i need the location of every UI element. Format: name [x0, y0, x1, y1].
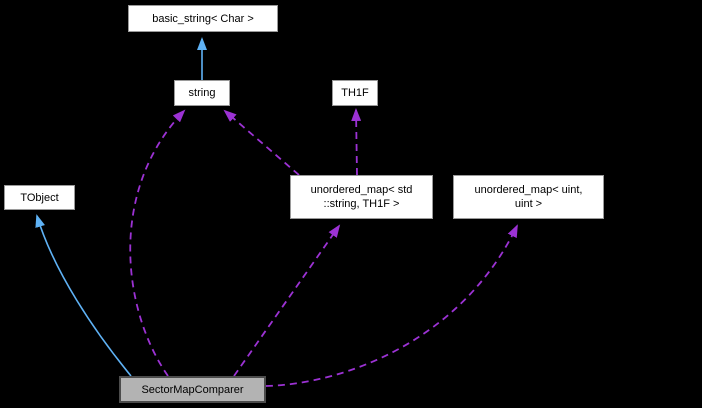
node-unordered-map-uint-uint[interactable]: unordered_map< uint, uint >	[453, 175, 604, 219]
node-basic-string[interactable]: basic_string< Char >	[128, 5, 278, 32]
node-string[interactable]: string	[174, 80, 230, 106]
edge-sectormapcomparer-to-umap-uint-uint	[265, 224, 518, 387]
edge-sectormapcomparer-to-umap-string-th1f	[233, 224, 341, 377]
edge-umap-string-th1f-to-th1f	[351, 108, 362, 176]
node-unordered-map-string-th1f[interactable]: unordered_map< std ::string, TH1F >	[290, 175, 433, 219]
edge-sectormapcomparer-to-tobject	[35, 214, 132, 377]
edge-umap-string-th1f-to-string	[223, 109, 300, 176]
node-th1f[interactable]: TH1F	[332, 80, 378, 106]
node-tobject[interactable]: TObject	[4, 185, 75, 210]
node-sectormapcomparer: SectorMapComparer	[119, 376, 266, 403]
edge-sectormapcomparer-to-string	[129, 109, 186, 377]
